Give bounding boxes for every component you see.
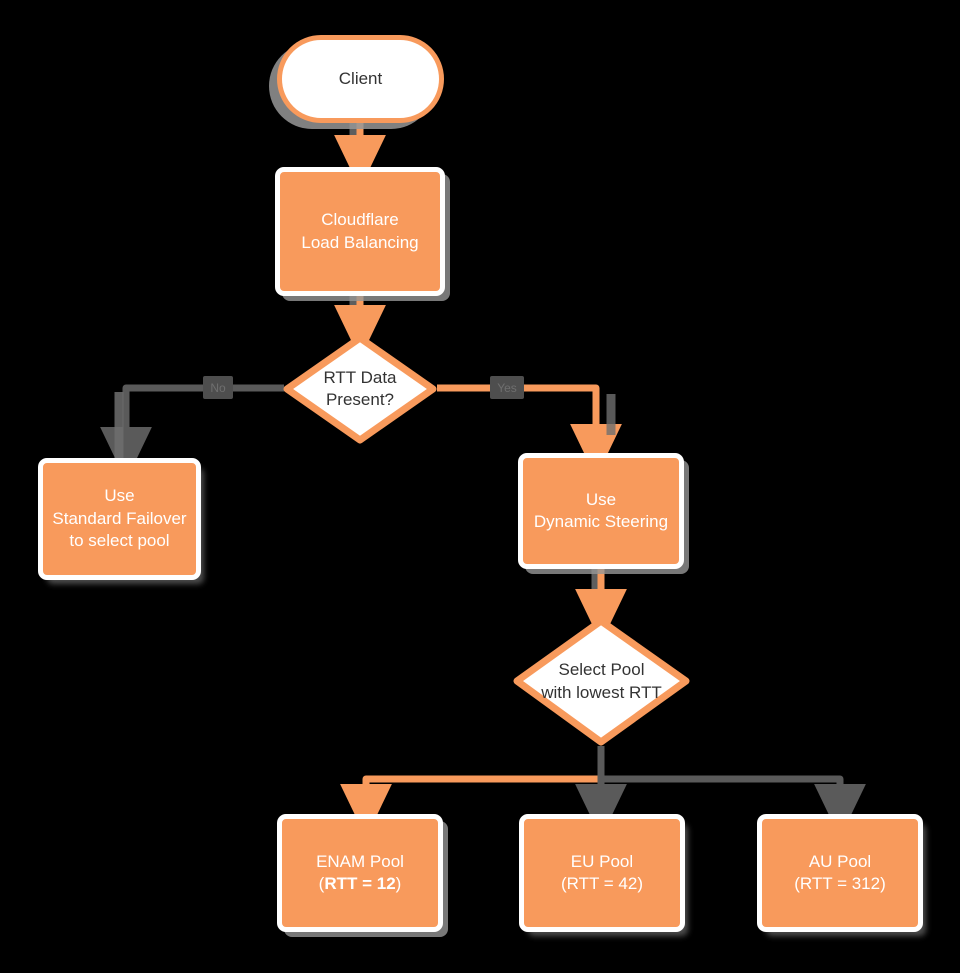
node-enam-line1: ENAM Pool bbox=[316, 851, 404, 871]
node-client-label: Client bbox=[338, 68, 383, 88]
node-cloudflare-load-balancing[interactable]: Cloudflare Load Balancing bbox=[275, 167, 445, 296]
node-enam-pool[interactable]: ENAM Pool (RTT = 12) bbox=[277, 814, 443, 932]
node-failover-line1: Use bbox=[104, 486, 135, 506]
diamond-shape bbox=[513, 617, 690, 746]
node-failover-line3: to select pool bbox=[69, 531, 170, 551]
node-enam-paren-open: ( bbox=[318, 874, 325, 893]
node-enam-line2: (RTT = 12) bbox=[316, 873, 404, 895]
edge-selpool-enam bbox=[340, 746, 605, 838]
node-dynamic-line2: Dynamic Steering bbox=[533, 512, 669, 531]
node-clb-line2: Load Balancing bbox=[301, 232, 419, 252]
node-au-line2: (RTT = 312) bbox=[794, 874, 886, 893]
node-standard-failover[interactable]: Use Standard Failover to select pool bbox=[38, 458, 201, 580]
node-eu-line2: (RTT = 42) bbox=[560, 874, 644, 893]
node-failover-line2: Standard Failover bbox=[52, 508, 187, 528]
diamond-shape bbox=[283, 334, 437, 444]
node-dynamic-steering[interactable]: Use Dynamic Steering bbox=[518, 453, 684, 569]
node-enam-paren-close: ) bbox=[395, 874, 402, 893]
node-eu-pool[interactable]: EU Pool (RTT = 42) bbox=[519, 814, 685, 932]
edge-label-no: No bbox=[203, 376, 233, 399]
node-rtt-data-present[interactable]: RTT Data Present? bbox=[281, 332, 439, 446]
node-clb-line1: Cloudflare bbox=[321, 210, 399, 230]
node-au-pool[interactable]: AU Pool (RTT = 312) bbox=[757, 814, 923, 932]
node-enam-rtt-value: RTT = 12 bbox=[324, 874, 396, 893]
edge-label-yes-text: Yes bbox=[497, 380, 517, 395]
node-dynamic-line1: Use bbox=[585, 489, 617, 509]
node-client[interactable]: Client bbox=[277, 35, 444, 123]
node-select-pool-lowest-rtt[interactable]: Select Pool with lowest RTT bbox=[511, 615, 692, 748]
edge-label-yes: Yes bbox=[490, 376, 524, 399]
edge-label-no-text: No bbox=[210, 380, 226, 395]
edge-selpool-au bbox=[601, 775, 866, 838]
node-eu-line1: EU Pool bbox=[570, 851, 634, 871]
node-au-line1: AU Pool bbox=[808, 851, 872, 871]
